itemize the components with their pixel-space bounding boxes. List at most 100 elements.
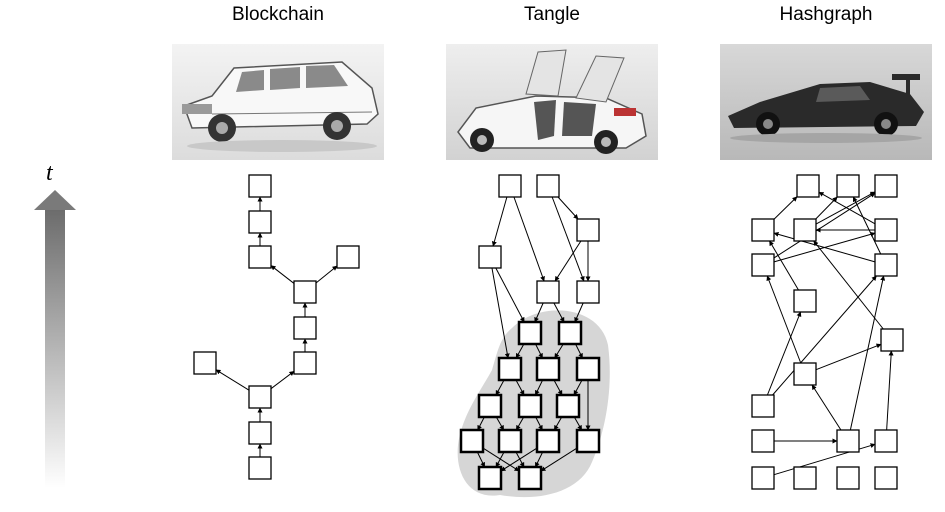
- edge: [535, 343, 543, 359]
- edge: [772, 275, 877, 396]
- blockchain-graph: [193, 174, 360, 480]
- title-tangle: Tangle: [524, 4, 580, 25]
- node: [459, 428, 485, 454]
- node: [293, 280, 317, 304]
- edge: [551, 196, 585, 282]
- node: [336, 245, 360, 269]
- node: [836, 466, 860, 490]
- edge: [815, 343, 882, 371]
- node: [535, 356, 561, 382]
- node: [751, 253, 775, 277]
- node: [248, 174, 272, 198]
- node: [517, 393, 543, 419]
- edge: [554, 240, 582, 282]
- hashgraph-graph: [751, 174, 904, 490]
- edge: [815, 196, 838, 220]
- edge: [476, 451, 486, 468]
- node: [248, 456, 272, 480]
- node: [575, 428, 601, 454]
- node: [793, 466, 817, 490]
- node: [478, 245, 502, 269]
- node: [874, 253, 898, 277]
- edge: [557, 196, 579, 220]
- node: [796, 174, 820, 198]
- edge: [553, 302, 565, 323]
- node: [248, 210, 272, 234]
- node: [555, 393, 581, 419]
- edge: [811, 384, 842, 431]
- edge: [495, 451, 505, 468]
- edge: [773, 443, 876, 476]
- edge: [766, 311, 802, 396]
- edge: [886, 350, 894, 431]
- node: [874, 174, 898, 198]
- edge: [534, 379, 544, 396]
- node: [751, 429, 775, 453]
- station-wagon-photo: [172, 44, 384, 160]
- gullwing-suv-photo: [446, 44, 658, 160]
- edge: [554, 343, 564, 359]
- node: [536, 280, 560, 304]
- node: [248, 421, 272, 445]
- edge: [573, 379, 583, 396]
- edge: [513, 196, 545, 282]
- node: [751, 466, 775, 490]
- edge: [813, 240, 884, 330]
- edge: [491, 196, 508, 247]
- node: [836, 429, 860, 453]
- edge: [500, 447, 538, 472]
- edge: [852, 196, 882, 255]
- node: [751, 218, 775, 242]
- node: [498, 174, 522, 198]
- edge: [495, 267, 525, 323]
- node: [193, 351, 217, 375]
- node: [477, 393, 503, 419]
- node: [836, 174, 860, 198]
- node: [293, 316, 317, 340]
- node: [517, 320, 543, 346]
- node: [575, 356, 601, 382]
- node: [793, 289, 817, 313]
- node: [576, 218, 600, 242]
- edge: [553, 416, 563, 431]
- time-axis-arrow: [34, 190, 76, 488]
- node: [293, 351, 317, 375]
- edge: [773, 196, 798, 220]
- node: [874, 429, 898, 453]
- axis-label: t: [46, 160, 53, 186]
- edge: [515, 379, 525, 396]
- edge: [495, 379, 505, 396]
- edge: [818, 191, 876, 225]
- edge: [515, 416, 525, 431]
- edge: [815, 191, 876, 225]
- node: [536, 174, 560, 198]
- title-blockchain: Blockchain: [232, 4, 324, 25]
- edge: [575, 343, 583, 359]
- edge: [315, 265, 338, 284]
- edge: [773, 192, 876, 259]
- edge: [535, 416, 543, 431]
- edge: [495, 416, 505, 431]
- edge: [769, 240, 799, 291]
- node: [880, 328, 904, 352]
- node: [497, 428, 523, 454]
- node: [535, 428, 561, 454]
- edge: [534, 451, 544, 468]
- edge: [215, 369, 250, 391]
- node: [557, 320, 583, 346]
- edge: [773, 231, 876, 263]
- edge: [573, 416, 583, 431]
- edge: [553, 379, 563, 396]
- arrow-shaft: [45, 210, 65, 488]
- tangle-graph: [459, 174, 601, 491]
- edge: [270, 265, 295, 284]
- node: [874, 218, 898, 242]
- edge: [477, 416, 485, 431]
- edge: [574, 302, 584, 323]
- node: [793, 362, 817, 386]
- node: [751, 394, 775, 418]
- node: [248, 245, 272, 269]
- edge: [849, 275, 886, 431]
- node: [793, 218, 817, 242]
